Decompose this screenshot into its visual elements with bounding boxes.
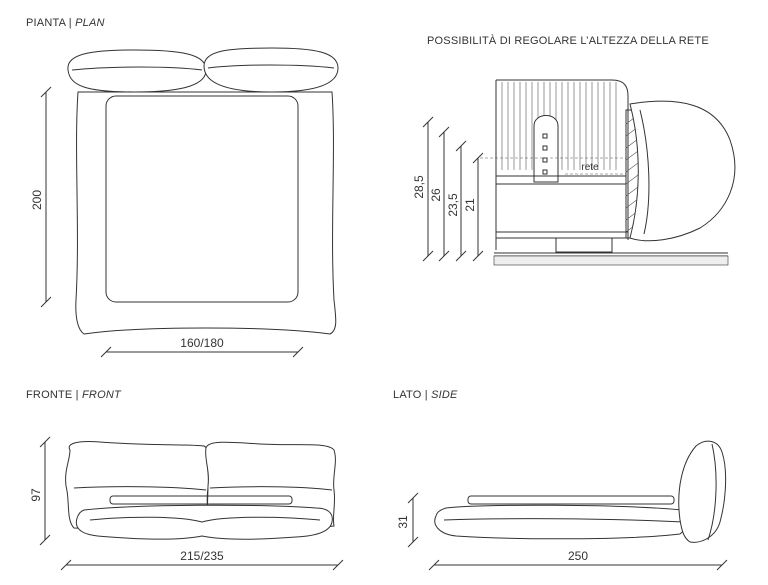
adjust-detail: rete 28,5 26: [412, 79, 736, 266]
plan-dim-length: 200: [30, 190, 44, 210]
side-dim-length: 250: [568, 549, 588, 563]
plan-dim-width: 160/180: [180, 336, 224, 350]
adjust-dim-3: 23,5: [446, 193, 460, 217]
adjust-label-rete: rete: [581, 162, 599, 173]
front-title: FRONTE | FRONT: [26, 389, 121, 401]
side-title: LATO | SIDE: [393, 389, 458, 401]
front-dim-width: 215/235: [180, 549, 224, 563]
front-view: 97 215/235: [29, 436, 344, 571]
adjust-dim-2: 26: [429, 188, 443, 202]
side-dim-height: 31: [396, 515, 410, 529]
plan-view: 200 160/180: [30, 47, 339, 358]
side-view: 31 250: [396, 440, 728, 571]
adjust-title: POSSIBILITÀ DI REGOLARE L’ALTEZZA DELLA …: [427, 35, 709, 47]
front-dim-height: 97: [29, 488, 43, 502]
adjust-dim-1: 28,5: [412, 175, 426, 199]
plan-title: PIANTA | PLAN: [26, 17, 105, 29]
adjust-dim-4: 21: [463, 198, 477, 212]
